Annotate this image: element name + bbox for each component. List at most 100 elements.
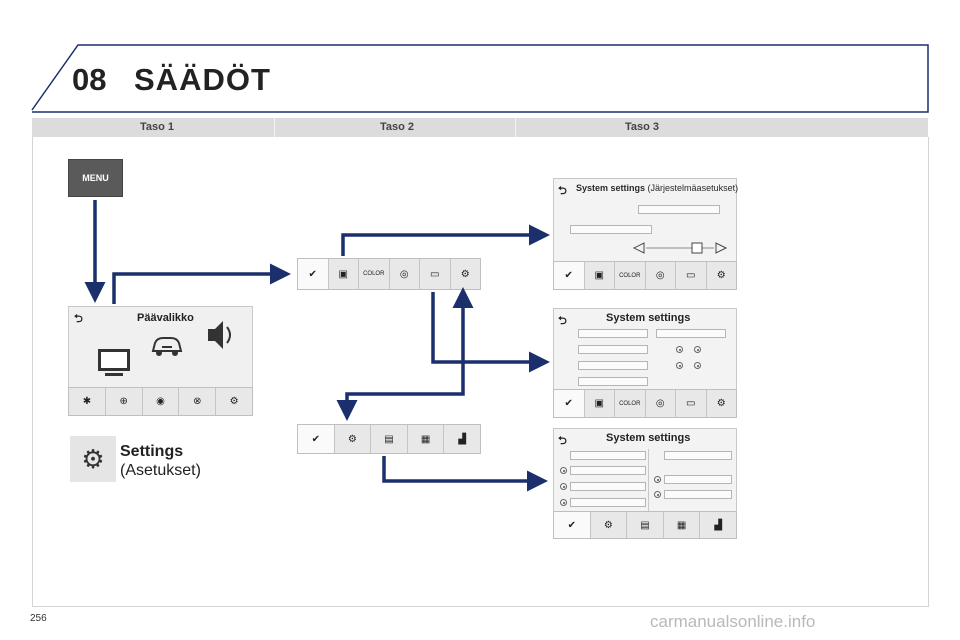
units-icon[interactable]: ▤ (371, 425, 408, 453)
setting-field[interactable] (570, 451, 646, 460)
check-icon[interactable]: ✔ (554, 262, 585, 289)
column-separator (648, 449, 649, 511)
setting-field[interactable] (578, 361, 648, 370)
level-2-display-tabbar: ✔ ▣ COLOR ◎ ▭ ⚙ (297, 258, 481, 290)
arrow-main-to-level-2 (112, 263, 291, 304)
screen-icon[interactable]: ▣ (329, 259, 359, 289)
audio-icon[interactable]: ◎ (646, 262, 676, 289)
setting-field[interactable] (570, 482, 646, 491)
setting-field[interactable] (656, 329, 726, 338)
color-label: COLOR (363, 271, 385, 277)
arrow-to-system-tabbar (336, 370, 465, 421)
header-tab (31, 44, 929, 113)
system-settings-title-text: System settings (576, 183, 646, 193)
setting-field[interactable] (578, 377, 648, 386)
radio-option[interactable] (694, 362, 701, 369)
column-divider (274, 118, 275, 137)
setting-field[interactable] (578, 345, 648, 354)
system-settings-subtitle: (Järjestelmäasetukset) (647, 183, 739, 193)
main-menu-panel: ⮌ Päävalikko ✱ ⊕ ◉ ⊗ ⚙ (68, 306, 253, 416)
car-icon[interactable] (149, 333, 185, 359)
radio-option[interactable] (694, 346, 701, 353)
screen-icon[interactable]: ▣ (585, 262, 615, 289)
settings-gear-icon[interactable]: ⚙ (70, 436, 116, 482)
video-icon[interactable]: ▭ (676, 390, 707, 417)
audio-icon[interactable]: ◎ (390, 259, 420, 289)
system-settings-panel-bottom: ⮌ System settings ✔ ⚙ ▤ ▦ ▟ (553, 428, 737, 539)
brightness-slider[interactable] (632, 241, 728, 255)
page-number: 256 (30, 613, 47, 624)
radio-option[interactable] (560, 483, 567, 490)
factory-icon[interactable]: ▟ (458, 433, 467, 445)
settings-icon[interactable]: ⚙ (229, 396, 239, 407)
watermark: carmanualsonline.info (650, 612, 816, 631)
check-icon[interactable]: ✔ (298, 259, 329, 289)
chapter-title: SÄÄDÖT (134, 62, 271, 97)
radio-option[interactable] (654, 491, 661, 498)
color-label: COLOR (619, 272, 641, 279)
arrow-to-system-bottom (382, 456, 548, 492)
main-menu-title: Päävalikko (137, 312, 194, 324)
settings-arrow-icon[interactable]: ⚙ (335, 425, 372, 453)
radio-option[interactable] (560, 499, 567, 506)
setting-field[interactable] (664, 475, 732, 484)
radio-option[interactable] (654, 476, 661, 483)
settings-arrow-icon[interactable]: ⚙ (460, 268, 470, 280)
back-icon[interactable]: ⮌ (74, 313, 83, 325)
menu-button[interactable]: MENU (68, 159, 123, 197)
main-menu-tabbar: ✱ ⊕ ◉ ⊗ ⚙ (68, 387, 253, 416)
arrow-to-system-middle (431, 292, 550, 373)
level-2-system-tabbar: ✔ ⚙ ▤ ▦ ▟ (297, 424, 481, 454)
setting-field[interactable] (638, 205, 720, 214)
setting-field[interactable] (664, 490, 732, 499)
setting-field[interactable] (578, 329, 648, 338)
system-settings-title: System settings (606, 312, 691, 324)
system-settings-title: System settings (606, 432, 691, 444)
settings-arrow-icon[interactable]: ⚙ (591, 512, 628, 538)
radio-option[interactable] (560, 467, 567, 474)
check-icon[interactable]: ✔ (554, 512, 591, 538)
column-label-level-3: Taso 3 (625, 121, 660, 133)
calendar-icon[interactable]: ▦ (664, 512, 701, 538)
screen-icon[interactable]: ▣ (585, 390, 615, 417)
column-header-bar (32, 118, 928, 137)
settings-arrow-icon[interactable]: ⚙ (716, 270, 726, 281)
system-settings-panel-top: ⮌ System settings (Järjestelmäasetukset)… (553, 178, 739, 290)
back-icon[interactable]: ⮌ (558, 315, 567, 327)
color-icon[interactable]: COLOR (615, 390, 646, 417)
calendar-icon[interactable]: ▦ (408, 425, 445, 453)
audio-icon[interactable]: ◎ (646, 390, 676, 417)
setting-field[interactable] (570, 466, 646, 475)
setting-field[interactable] (570, 225, 652, 234)
chapter-number: 08 (72, 62, 107, 97)
speaker-icon[interactable] (205, 317, 235, 353)
column-divider (515, 118, 516, 137)
bluetooth-icon[interactable]: ✱ (69, 388, 106, 415)
navigation-icon[interactable]: ⊕ (106, 388, 143, 415)
video-icon[interactable]: ▭ (676, 262, 707, 289)
radio-option[interactable] (676, 362, 683, 369)
tv-icon[interactable] (97, 347, 131, 379)
radio-option[interactable] (676, 346, 683, 353)
factory-icon[interactable]: ▟ (714, 519, 723, 531)
back-icon[interactable]: ⮌ (558, 435, 567, 447)
column-label-level-2: Taso 2 (380, 121, 415, 133)
color-icon[interactable]: COLOR (615, 262, 646, 289)
settings-subtitle: (Asetukset) (120, 462, 201, 479)
system-settings-panel-middle: ⮌ System settings ✔ ▣ COLOR ◎ ▭ ⚙ (553, 308, 737, 418)
check-icon[interactable]: ✔ (554, 390, 585, 417)
check-icon[interactable]: ✔ (298, 425, 335, 453)
color-icon[interactable]: COLOR (359, 259, 390, 289)
back-icon[interactable]: ⮌ (558, 185, 567, 197)
setting-field[interactable] (664, 451, 732, 460)
settings-title: Settings (120, 443, 184, 460)
level-3-display-tabbar: ✔ ▣ COLOR ◎ ▭ ⚙ (553, 261, 737, 290)
video-icon[interactable]: ▭ (420, 259, 451, 289)
level-3-system-tabbar: ✔ ⚙ ▤ ▦ ▟ (553, 511, 737, 539)
settings-arrow-icon[interactable]: ⚙ (716, 398, 726, 409)
web-icon[interactable]: ⊗ (179, 388, 217, 415)
radio-icon[interactable]: ◉ (143, 388, 180, 415)
units-icon[interactable]: ▤ (627, 512, 664, 538)
setting-field[interactable] (570, 498, 646, 507)
